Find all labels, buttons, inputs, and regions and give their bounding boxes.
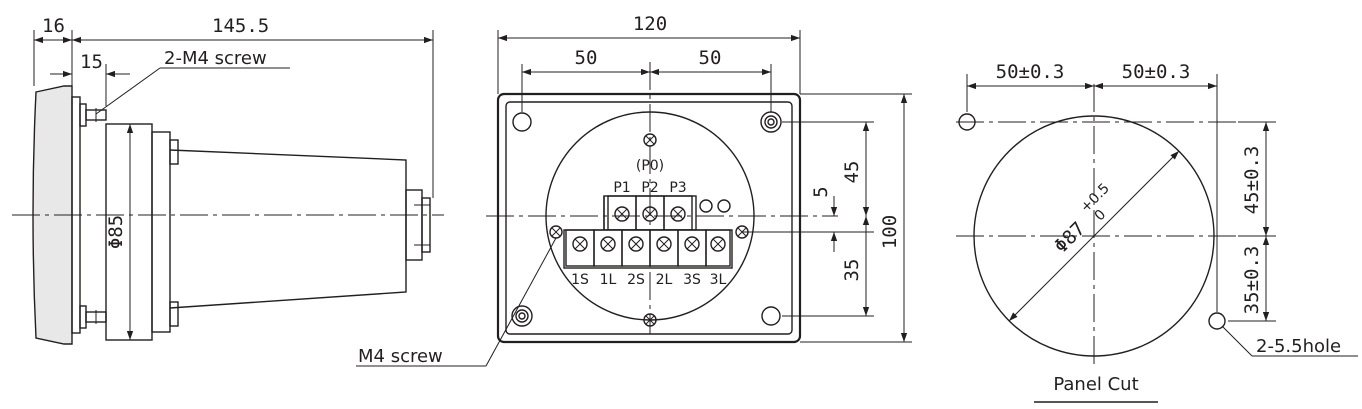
terminal-1s: 1S — [571, 272, 589, 288]
label-hole: 2-5.5hole — [1256, 336, 1341, 357]
rear-terminal — [405, 189, 423, 261]
label-screw-rear: M4 screw — [358, 346, 443, 367]
dim-rear-height: 100 — [879, 215, 901, 249]
dim-rear-half-left: 50 — [575, 47, 598, 69]
rear-view: (P0) P1 P2 P3 — [356, 13, 912, 367]
corner-screw-tr — [760, 111, 782, 133]
dim-cut-top: 45±0.3 — [1241, 146, 1263, 215]
terminal-3l: 3L — [710, 272, 727, 288]
terminal-3s: 3S — [683, 272, 701, 288]
terminal-1l: 1L — [600, 272, 617, 288]
dim-rear-half-right: 50 — [699, 47, 722, 69]
rear-case — [169, 149, 407, 309]
dim-cut-bottom: 35±0.3 — [1241, 246, 1263, 315]
dim-screw-offset: 15 — [80, 51, 103, 73]
dim-diameter-side: Φ85 — [105, 215, 127, 249]
terminal-p3: P3 — [669, 180, 686, 196]
screw-top — [79, 103, 107, 127]
dim-cut-left: 50±0.3 — [996, 61, 1065, 83]
terminal-block-bottom — [563, 229, 733, 269]
screw-bottom — [79, 305, 107, 329]
front-bezel — [32, 85, 73, 345]
panel-cut-view: 50±0.3 50±0.3 45±0.3 35±0.3 Φ87 +0.5 0 2… — [956, 61, 1358, 403]
dim-rear-bottom: 35 — [841, 259, 863, 282]
terminal-2l: 2L — [656, 272, 673, 288]
label-screw-side: 2-M4 screw — [164, 48, 267, 69]
side-view: 16 145.5 15 2-M4 screw Φ85 — [12, 15, 444, 345]
rear-frame-inner — [505, 101, 793, 335]
dim-rear-width: 120 — [633, 13, 667, 35]
dim-cut-right: 50±0.3 — [1122, 61, 1191, 83]
dim-total-depth: 145.5 — [212, 15, 269, 37]
block-screw-left — [549, 225, 563, 239]
mount-hole-bottom — [1208, 312, 1226, 330]
dim-front-depth: 16 — [42, 15, 65, 37]
panel-cut-title: Panel Cut — [1053, 374, 1138, 395]
dim-rear-gap: 5 — [810, 186, 832, 197]
corner-screw-bl — [511, 305, 533, 327]
dim-cut-diameter: Φ87 — [1050, 218, 1090, 258]
dim-rear-top: 45 — [841, 161, 863, 184]
rear-frame-outer — [496, 92, 802, 344]
terminal-p1: P1 — [613, 180, 630, 196]
terminal-2s: 2S — [627, 272, 645, 288]
